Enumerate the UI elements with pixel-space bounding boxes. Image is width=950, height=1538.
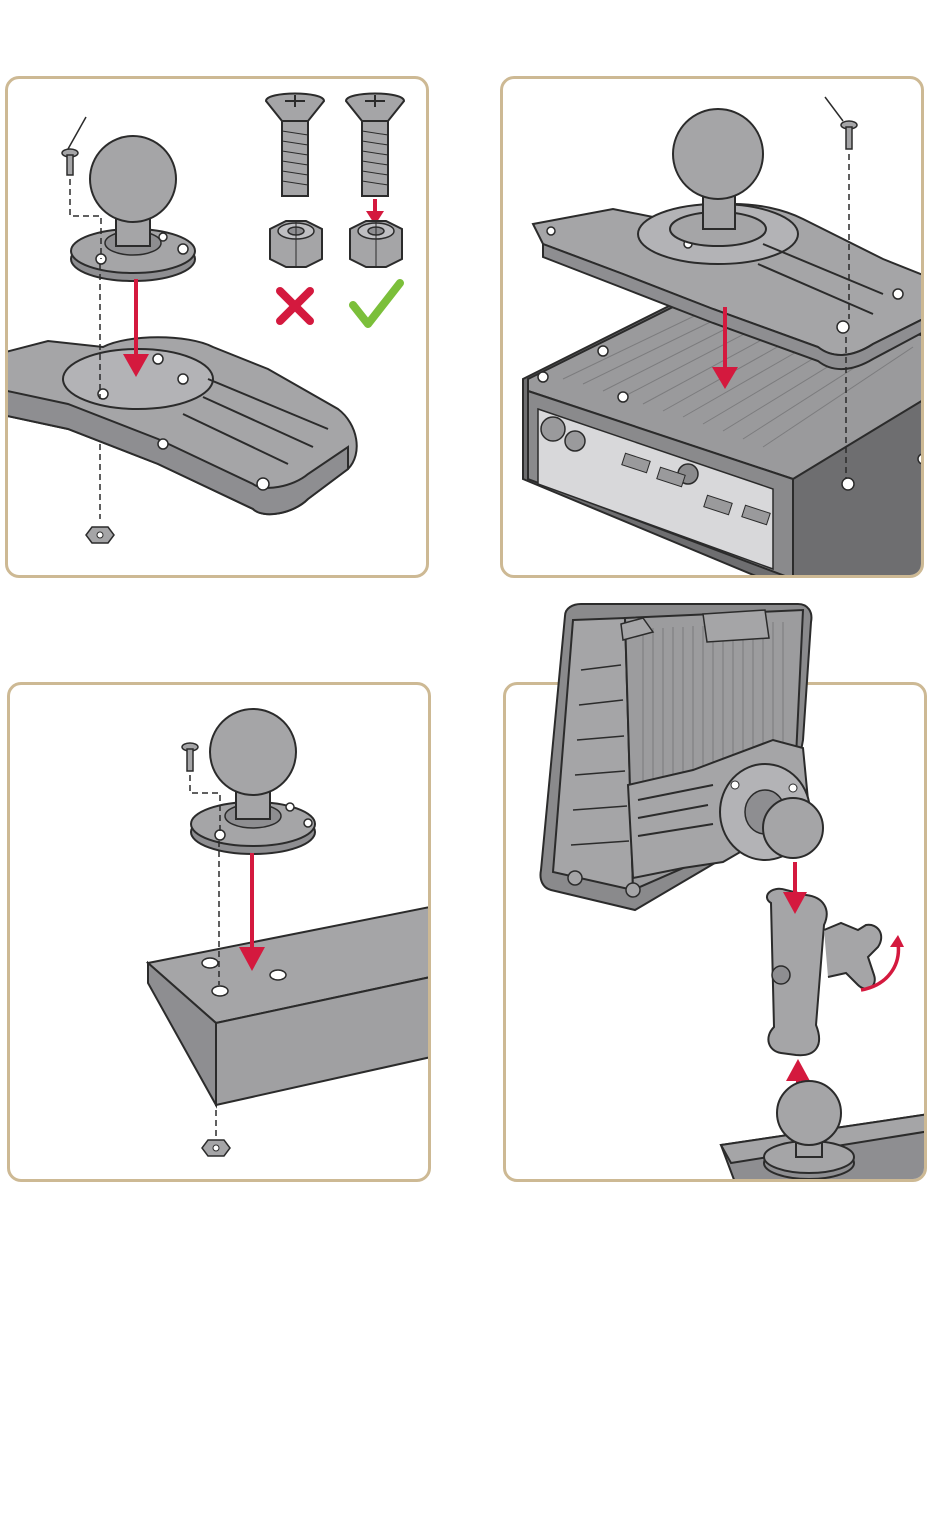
step-panel-connect-arm [503,682,927,1182]
screw [182,743,198,771]
x-mark-icon [280,291,310,321]
screw [62,117,86,175]
mounting-plate [8,337,357,514]
arrow-icon [239,853,265,971]
step-panel-attach-ball-to-plate [5,76,429,578]
nut [202,1140,230,1156]
correct-screw-and-nut [346,94,404,268]
step-1-illustration [8,79,429,578]
ball-base [670,109,766,246]
screw [825,97,857,149]
incorrect-screw-and-nut [266,94,324,268]
ball-base [191,709,315,854]
step-panel-attach-ball-to-surface [7,682,431,1182]
vehicle-surface-bracket [148,905,431,1105]
ball-base [71,136,195,281]
step-2-illustration [503,79,924,578]
nut [86,527,114,543]
ram-double-socket-arm [767,889,881,1055]
check-mark-icon [353,283,400,324]
step-panel-attach-plate-to-computer [500,76,924,578]
step-3-illustration [10,685,431,1182]
step-4-illustration [506,685,927,1182]
